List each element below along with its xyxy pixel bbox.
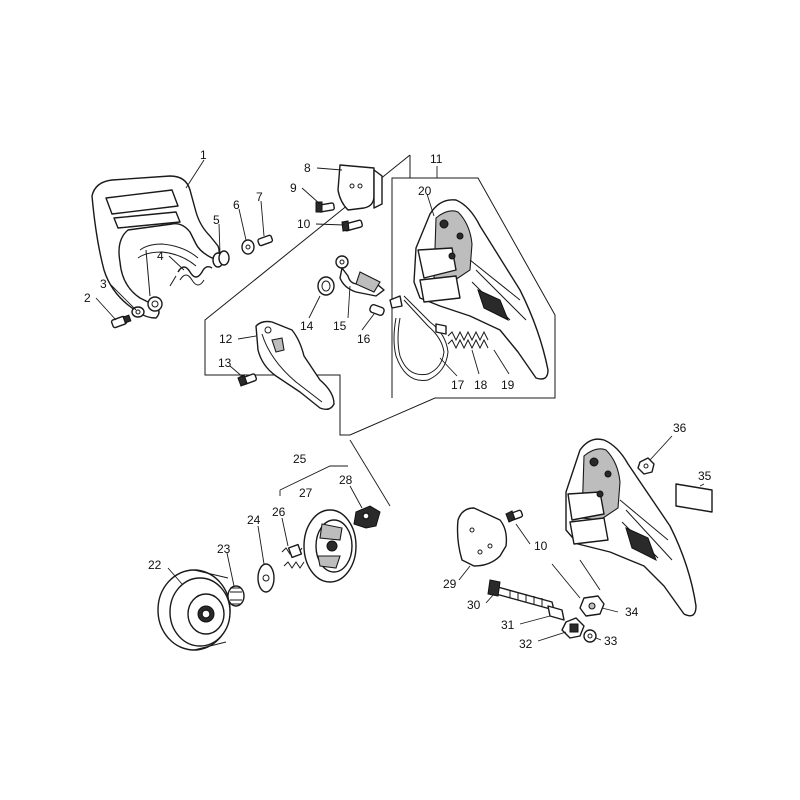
brake-cover-20 bbox=[413, 199, 549, 380]
callout-11: 11 bbox=[430, 152, 443, 166]
callout-9: 9 bbox=[290, 181, 297, 195]
callout-28: 28 bbox=[339, 473, 353, 487]
callout-24: 24 bbox=[247, 513, 261, 527]
callout-10b: 10 bbox=[534, 539, 548, 553]
callout-13: 13 bbox=[218, 356, 232, 370]
callout-19: 19 bbox=[501, 378, 515, 392]
callout-34: 34 bbox=[625, 605, 639, 619]
callout-10a: 10 bbox=[297, 217, 311, 231]
callout-16: 16 bbox=[357, 332, 371, 346]
clutch-hub bbox=[303, 505, 381, 583]
leader-lines bbox=[95, 159, 705, 642]
callout-27: 27 bbox=[299, 486, 313, 500]
hand-guard bbox=[91, 175, 220, 319]
callout-5: 5 bbox=[213, 213, 220, 227]
callout-33: 33 bbox=[604, 634, 618, 648]
brake-lever-plate bbox=[237, 320, 335, 411]
callout-3: 3 bbox=[100, 277, 107, 291]
callout-35: 35 bbox=[698, 469, 712, 483]
brake-band bbox=[389, 295, 489, 381]
callout-20: 20 bbox=[418, 184, 432, 198]
callout-1: 1 bbox=[200, 148, 207, 162]
callout-25: 25 bbox=[293, 452, 307, 466]
callout-14: 14 bbox=[300, 319, 314, 333]
sprocket-cover bbox=[565, 438, 697, 617]
callout-31: 31 bbox=[501, 618, 515, 632]
clutch-bracket-lines bbox=[279, 439, 391, 507]
callout-17: 17 bbox=[451, 378, 465, 392]
brake-linkage bbox=[317, 255, 385, 317]
assembly-group-outline bbox=[204, 154, 556, 436]
clutch-springs bbox=[281, 543, 305, 569]
callout-8: 8 bbox=[304, 161, 311, 175]
callout-4: 4 bbox=[157, 249, 164, 263]
callout-labels: 1 2 3 4 5 6 7 8 9 10 11 12 13 14 15 16 1… bbox=[84, 148, 712, 651]
callout-12: 12 bbox=[219, 332, 233, 346]
callout-22: 22 bbox=[148, 558, 162, 572]
callout-6: 6 bbox=[233, 198, 240, 212]
chain-plate bbox=[456, 507, 524, 567]
guard-hardware bbox=[110, 234, 274, 329]
callout-32: 32 bbox=[519, 637, 533, 651]
callout-18: 18 bbox=[474, 378, 488, 392]
callout-7: 7 bbox=[256, 190, 263, 204]
callout-15: 15 bbox=[333, 319, 347, 333]
chain-tensioner bbox=[487, 559, 605, 643]
clutch-drum bbox=[157, 563, 275, 651]
warning-label bbox=[675, 483, 713, 513]
guide-plate bbox=[315, 164, 383, 232]
callout-36: 36 bbox=[673, 421, 687, 435]
callout-23: 23 bbox=[217, 542, 231, 556]
callout-29: 29 bbox=[443, 577, 457, 591]
callout-30: 30 bbox=[467, 598, 481, 612]
callout-2: 2 bbox=[84, 291, 91, 305]
callout-26: 26 bbox=[272, 505, 286, 519]
